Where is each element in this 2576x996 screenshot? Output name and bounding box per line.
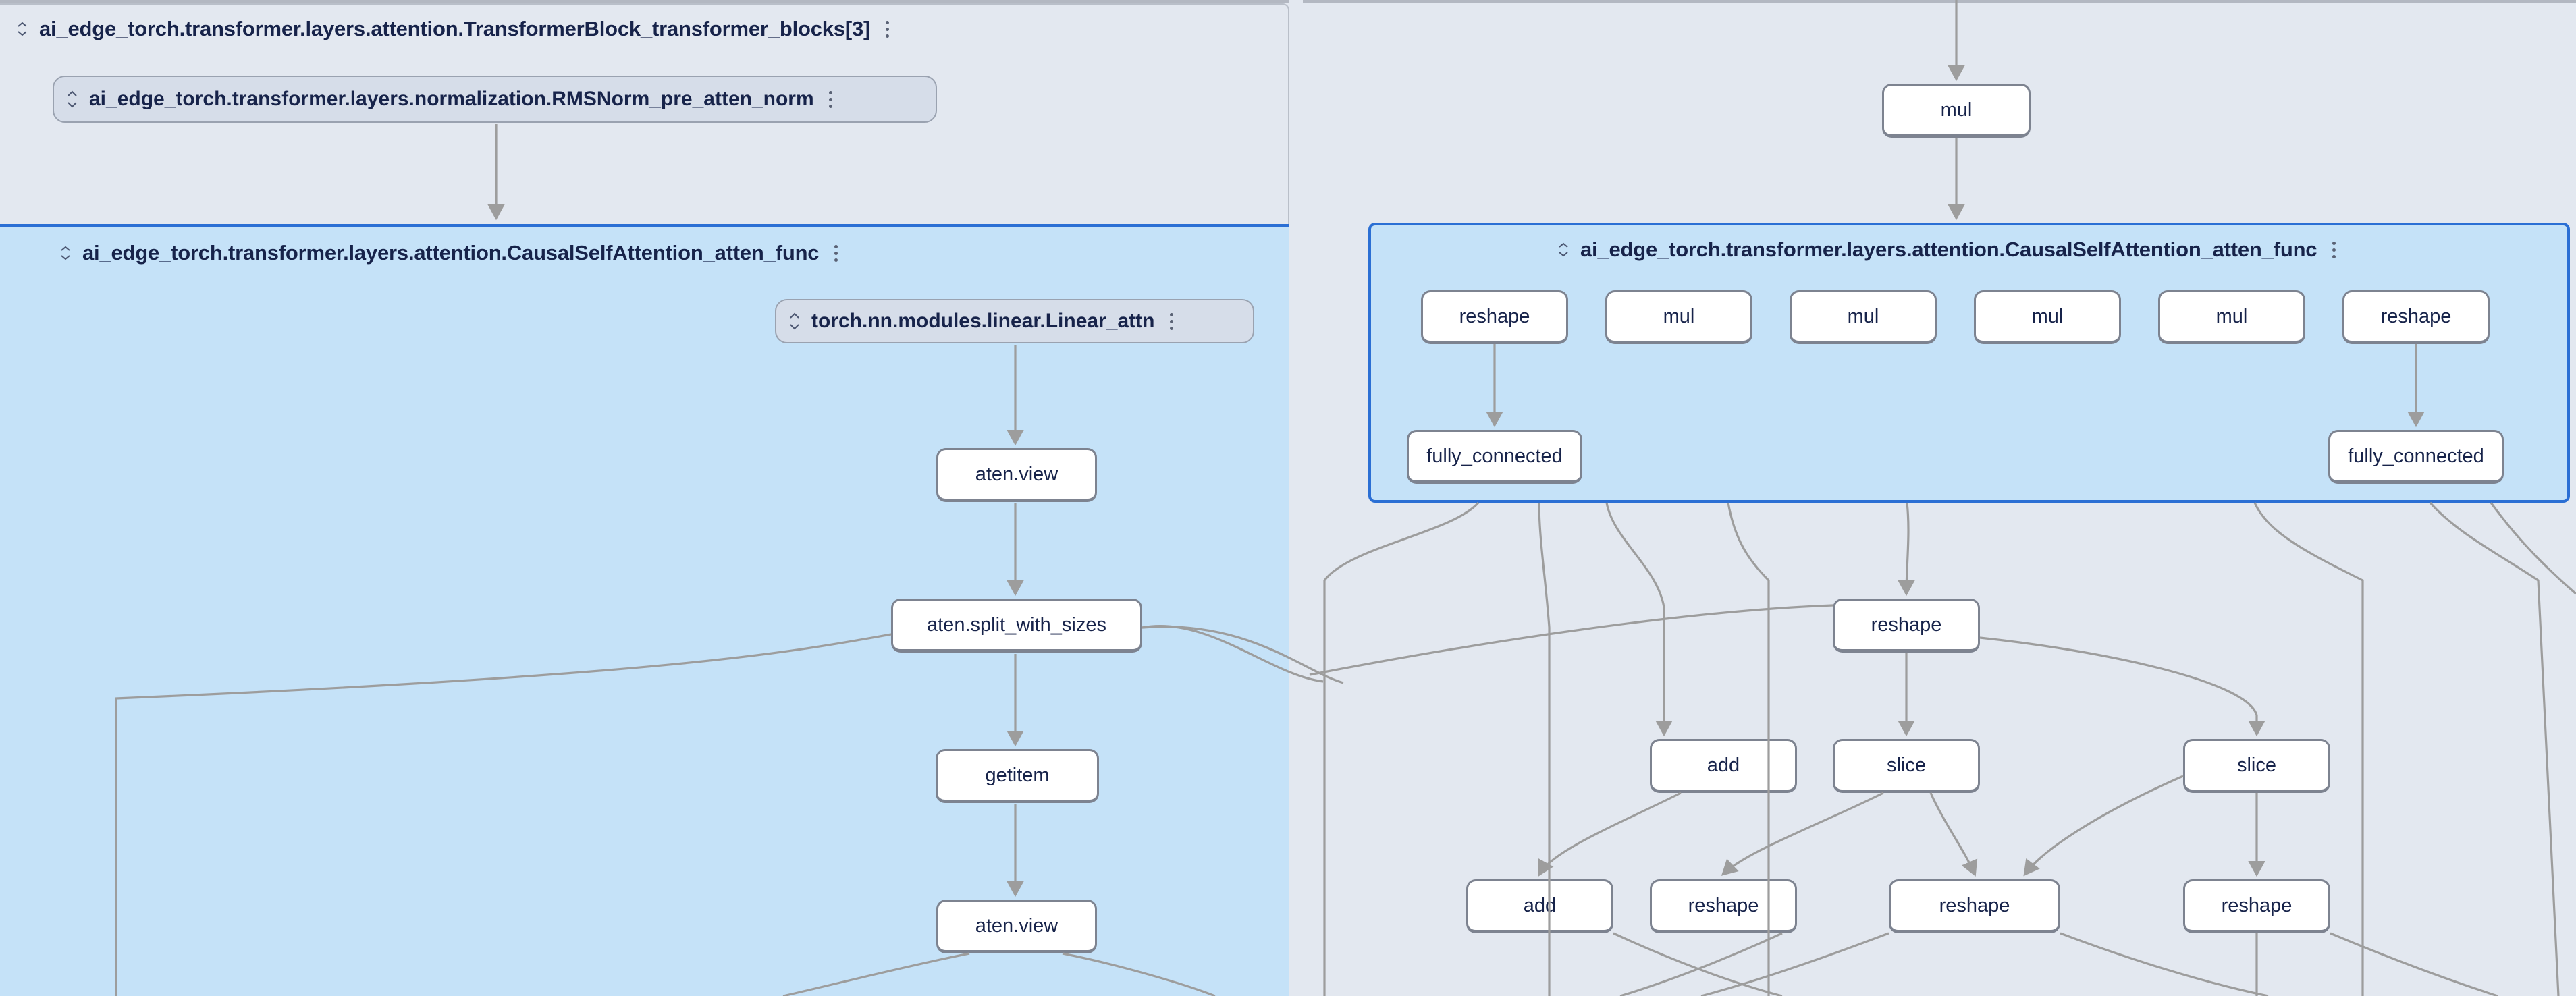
node-label: mul [1663, 305, 1695, 327]
node-mul-4[interactable]: mul [2158, 290, 2305, 344]
node-reshape-mid[interactable]: reshape [1833, 599, 1980, 653]
kebab-menu-icon[interactable] [2326, 238, 2341, 261]
node-label: reshape [1459, 305, 1530, 327]
node-fully-connected-1[interactable]: fully_connected [1407, 430, 1582, 484]
edge-slice2-to-reshape4 [2023, 775, 2184, 877]
edge-left-into-reshape-mid [1309, 604, 1833, 676]
node-slice-2[interactable]: slice [2183, 739, 2330, 793]
edge-reshape4-down-left [1700, 932, 1889, 996]
edge-reshape-mid-to-slice2 [1979, 636, 2265, 737]
node-add-1[interactable]: add [1650, 739, 1797, 793]
edge-box-out-3 [1605, 502, 1673, 737]
node-label: reshape [1688, 894, 1759, 916]
expand-chevrons-icon[interactable] [787, 310, 802, 333]
edge-reshape5-down-right [2330, 932, 2498, 996]
node-mul-1[interactable]: mul [1605, 290, 1752, 344]
node-aten-view-1[interactable]: aten.view [936, 448, 1097, 502]
top-divider-left [0, 0, 1289, 3]
group-causal-self-attention-right-title: ai_edge_torch.transformer.layers.attenti… [1580, 238, 2317, 261]
node-rmsnorm-pre-atten-norm[interactable]: ai_edge_torch.transformer.layers.normali… [53, 76, 937, 123]
edge-box-out-6 [2429, 501, 2560, 996]
node-label: reshape [2221, 894, 2292, 916]
node-label: getitem [985, 764, 1050, 786]
node-reshape-5[interactable]: reshape [2183, 879, 2330, 933]
edge-box-out-to-reshape-mid [1898, 502, 1915, 597]
node-label: add [1707, 754, 1740, 776]
edge-reshape3-down [1619, 932, 1783, 996]
node-label: fully_connected [1426, 445, 1563, 467]
node-linear-attn-label: torch.nn.modules.linear.Linear_attn [811, 310, 1155, 332]
node-reshape-3[interactable]: reshape [1650, 879, 1797, 933]
node-label: mul [2031, 305, 2064, 327]
edge-add2-down [1613, 932, 1783, 996]
node-label: reshape [2380, 305, 2452, 327]
expand-chevrons-icon[interactable] [65, 88, 80, 111]
node-fully-connected-2[interactable]: fully_connected [2328, 430, 2504, 484]
node-mul-2[interactable]: mul [1790, 290, 1937, 344]
node-linear-attn[interactable]: torch.nn.modules.linear.Linear_attn [775, 299, 1254, 343]
edge-slice1-to-reshape4 [1929, 792, 1978, 877]
top-divider-right [1303, 0, 2576, 3]
node-label: fully_connected [2348, 445, 2484, 467]
node-label: reshape [1939, 894, 2010, 916]
node-label: mul [2216, 305, 2248, 327]
node-label: slice [2236, 754, 2276, 776]
kebab-menu-icon[interactable] [828, 242, 843, 265]
group-causal-self-attention-left-title: ai_edge_torch.transformer.layers.attenti… [82, 241, 820, 265]
node-label: aten.split_with_sizes [927, 613, 1106, 636]
node-label: mul [1940, 99, 1973, 121]
node-add-2[interactable]: add [1466, 879, 1613, 933]
node-label: add [1523, 894, 1557, 916]
node-reshape-4[interactable]: reshape [1889, 879, 2060, 933]
group-causal-self-attention-left-header[interactable]: ai_edge_torch.transformer.layers.attenti… [58, 241, 843, 265]
group-transformer-block-header[interactable]: ai_edge_torch.transformer.layers.attenti… [15, 17, 894, 41]
edge-box-out-1 [1323, 501, 1480, 996]
node-label: mul [1847, 305, 1879, 327]
group-transformer-block-title: ai_edge_torch.transformer.layers.attenti… [39, 17, 871, 40]
collapse-chevrons-icon[interactable] [58, 242, 73, 265]
edge-slice1-to-reshape3 [1721, 792, 1884, 876]
kebab-menu-icon[interactable] [1164, 310, 1179, 333]
edge-add1-to-add2 [1538, 792, 1682, 877]
node-mul-top[interactable]: mul [1882, 84, 2031, 138]
collapse-chevrons-icon[interactable] [1556, 238, 1571, 261]
group-causal-self-attention-right-header[interactable]: ai_edge_torch.transformer.layers.attenti… [1556, 238, 2341, 262]
node-mul-3[interactable]: mul [1974, 290, 2121, 344]
node-reshape-1[interactable]: reshape [1421, 290, 1568, 344]
collapse-chevrons-icon[interactable] [15, 18, 30, 40]
node-getitem[interactable]: getitem [936, 749, 1099, 803]
node-aten-view-2[interactable]: aten.view [936, 900, 1097, 953]
edge-box-out-7 [2490, 502, 2576, 595]
node-label: aten.view [975, 914, 1058, 937]
kebab-menu-icon[interactable] [824, 88, 838, 111]
node-slice-1[interactable]: slice [1833, 739, 1980, 793]
node-rmsnorm-label: ai_edge_torch.transformer.layers.normali… [89, 88, 814, 110]
node-aten-split-with-sizes[interactable]: aten.split_with_sizes [891, 599, 1142, 653]
node-label: aten.view [975, 463, 1058, 485]
edge-reshape4-down-right [2060, 932, 2269, 996]
node-reshape-2[interactable]: reshape [2342, 290, 2490, 344]
node-label: slice [1886, 754, 1926, 776]
kebab-menu-icon[interactable] [880, 18, 894, 40]
node-label: reshape [1871, 613, 1942, 636]
